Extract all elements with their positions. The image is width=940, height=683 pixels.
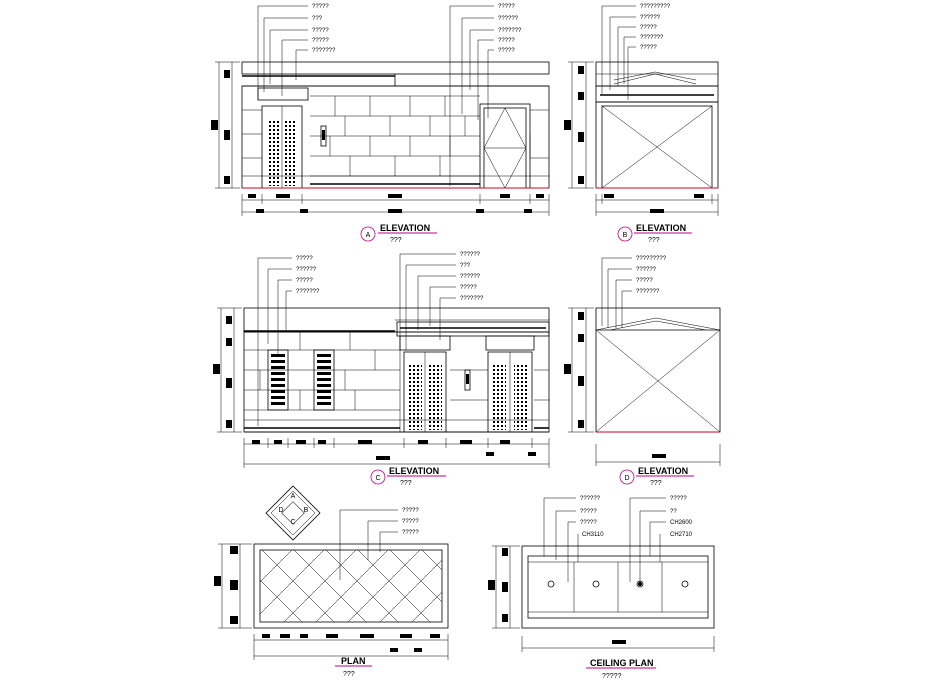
elevation-d-title: ELEVATION	[638, 466, 688, 476]
elevation-d-leader-3: ?????	[636, 278, 653, 284]
ceiling-leader-2: ?????	[580, 509, 597, 515]
elevation-b-tag: B	[623, 232, 628, 239]
elevation-b-leader-1: ?????????	[640, 4, 671, 10]
elevation-a-tag: A	[366, 232, 371, 239]
elevation-c-leader-2: ??????	[296, 267, 317, 273]
ceiling-leader-3: ?????	[580, 520, 597, 526]
elevation-c-tag: C	[375, 475, 380, 482]
elevation-b: ????????? ?????? ????? ??????? ????? B E…	[564, 4, 719, 244]
compass-label-d: D	[278, 507, 283, 514]
ceiling-plan: ?????? ????? ????? CH3110 ????? ?? CH260…	[488, 496, 715, 680]
elevation-a-leader-1: ?????	[312, 4, 329, 10]
floor-plan: A B C D ????? ????? ?????	[214, 485, 449, 678]
elevation-d-subtitle: ???	[650, 480, 662, 487]
elevation-d-tag: D	[624, 475, 629, 482]
elevation-c-leader-6: ???	[460, 263, 471, 269]
elevation-b-title: ELEVATION	[636, 223, 686, 233]
plan-leader-3: ?????	[402, 530, 419, 536]
elevation-c-leader-9: ???????	[460, 296, 484, 302]
compass-label-b: B	[304, 507, 309, 514]
elevation-a-leader-8: ???????	[498, 28, 522, 34]
elevation-d-leader-4: ???????	[636, 289, 660, 295]
compass-label-a: A	[291, 493, 296, 500]
ceiling-leader-6: ??	[670, 509, 677, 515]
elevation-c-leader-8: ?????	[460, 285, 477, 291]
elevation-a-leader-7: ??????	[498, 16, 519, 22]
elevation-a-leader-5: ???????	[312, 48, 336, 54]
ceiling-plan-subtitle: ?????	[602, 673, 622, 680]
ceiling-leader-7: CH2600	[670, 520, 693, 526]
plan-leader-2: ?????	[402, 519, 419, 525]
elevation-b-leader-2: ??????	[640, 15, 661, 21]
elevation-a-leader-4: ?????	[312, 38, 329, 44]
elevation-b-subtitle: ???	[648, 237, 660, 244]
view-direction-compass: A B C D	[265, 485, 321, 541]
elevation-c-title: ELEVATION	[389, 466, 439, 476]
elevation-d-leader-1: ?????????	[636, 256, 667, 262]
elevation-b-leader-5: ?????	[640, 45, 657, 51]
ceiling-leader-5: ?????	[670, 496, 687, 502]
ceiling-plan-title: CEILING PLAN	[590, 658, 654, 668]
elevation-b-leader-3: ?????	[640, 25, 657, 31]
elevation-a-leader-6: ?????	[498, 4, 515, 10]
ceiling-leader-1: ??????	[580, 496, 601, 502]
elevation-a-leader-9: ?????	[498, 38, 515, 44]
plan-title: PLAN	[341, 656, 366, 666]
ceiling-leader-4: CH3110	[582, 532, 604, 538]
elevation-c-leader-1: ?????	[296, 256, 313, 262]
plan-leader-1: ?????	[402, 508, 419, 514]
elevation-a-leader-3: ?????	[312, 28, 329, 34]
elevation-b-leader-4: ???????	[640, 35, 664, 41]
elevation-a-leader-2: ???	[312, 16, 323, 22]
elevation-c-subtitle: ???	[400, 480, 412, 487]
elevation-a-subtitle: ???	[390, 237, 402, 244]
elevation-d-leader-2: ??????	[636, 267, 657, 273]
ceiling-leader-8: CH2710	[670, 532, 693, 538]
elevation-a-title: ELEVATION	[380, 223, 430, 233]
elevation-c: ????? ?????? ????? ??????? ?????? ??? ??…	[213, 252, 550, 487]
elevation-c-leader-3: ?????	[296, 278, 313, 284]
plan-subtitle: ???	[343, 671, 355, 678]
elevation-c-leader-5: ??????	[460, 252, 481, 258]
elevation-c-leader-7: ??????	[460, 274, 481, 280]
elevation-a: ????? ??? ????? ????? ??????? ????? ????…	[211, 4, 550, 244]
elevation-a-leader-10: ?????	[498, 48, 515, 54]
elevation-d: ????????? ?????? ????? ??????? D ELEVATI…	[564, 256, 721, 487]
elevation-c-leader-4: ???????	[296, 289, 320, 295]
compass-label-c: C	[290, 519, 295, 526]
